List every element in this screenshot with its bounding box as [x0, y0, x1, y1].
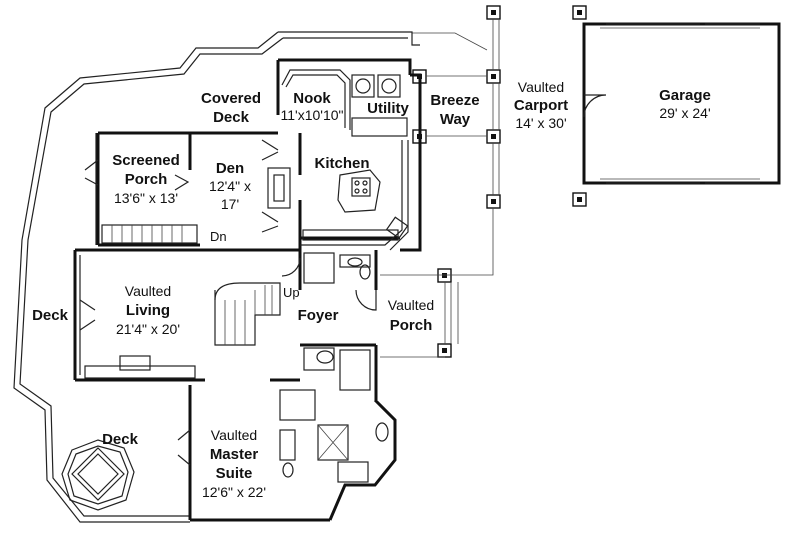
screened-porch-line2: Porch — [125, 171, 168, 188]
screened-porch-line1: Screened — [112, 152, 180, 169]
nook-bay — [281, 69, 351, 130]
stair-up — [214, 282, 281, 346]
room-label-garage: Garage 29' x 24' — [659, 87, 711, 121]
kitchen-counters — [300, 140, 409, 251]
den-name: Den — [216, 160, 244, 177]
deck-outline — [13, 31, 420, 523]
master-size: 12'6" x 22' — [202, 484, 266, 500]
breezeway-line1: Breeze — [430, 92, 479, 109]
living-line1: Vaulted — [125, 283, 171, 299]
garage — [582, 22, 781, 185]
room-label-utility: Utility — [367, 100, 409, 117]
room-label-covered-deck: Covered Deck — [201, 90, 261, 126]
master-line1: Vaulted — [211, 427, 257, 443]
carport-line1: Vaulted — [518, 79, 564, 95]
stair-dn-label: Dn — [210, 229, 227, 244]
deck-platform — [61, 439, 135, 511]
den-size1: 12'4" x — [209, 178, 251, 194]
garage-size: 29' x 24' — [659, 105, 710, 121]
room-label-living: Vaulted Living 21'4" x 20' — [116, 283, 180, 337]
master-line2: Master — [210, 446, 259, 463]
garage-name: Garage — [659, 87, 711, 104]
room-label-nook: Nook 11'x10'10" — [281, 90, 344, 123]
carport-posts — [412, 5, 587, 358]
garage-door-swing — [583, 94, 607, 118]
stair-down — [101, 224, 198, 244]
covered-deck-line2: Deck — [213, 109, 250, 126]
deck-lower-label: Deck — [102, 431, 139, 448]
covered-deck-line1: Covered — [201, 90, 261, 107]
foyer-label: Foyer — [298, 307, 339, 324]
living-fireplace — [84, 355, 196, 379]
house-walls — [73, 58, 422, 522]
den-size2: 17' — [221, 196, 239, 212]
master-line3: Suite — [216, 465, 253, 482]
room-label-den: Den 12'4" x 17' — [209, 160, 251, 212]
utility-fixtures — [351, 74, 408, 137]
deck-left-label: Deck — [32, 307, 69, 324]
nook-name: Nook — [293, 90, 331, 107]
bath-fixtures — [279, 252, 389, 483]
kitchen-name: Kitchen — [314, 155, 369, 172]
room-label-kitchen: Kitchen — [314, 155, 369, 172]
carport-size: 14' x 30' — [515, 115, 566, 131]
carport-name: Carport — [514, 97, 568, 114]
porch-name: Porch — [390, 317, 433, 334]
living-size: 21'4" x 20' — [116, 321, 180, 337]
utility-name: Utility — [367, 100, 409, 117]
doors — [79, 139, 377, 466]
room-label-master: Vaulted Master Suite 12'6" x 22' — [202, 427, 266, 500]
screened-porch-size: 13'6" x 13' — [114, 190, 178, 206]
room-label-porch: Vaulted Porch — [388, 297, 434, 334]
breezeway-line2: Way — [440, 111, 471, 128]
room-label-screened-porch: Screened Porch 13'6" x 13' — [112, 152, 180, 206]
living-name: Living — [126, 302, 170, 319]
porch-line1: Vaulted — [388, 297, 434, 313]
den-fireplace — [267, 167, 291, 209]
room-label-carport: Vaulted Carport 14' x 30' — [514, 79, 568, 131]
room-label-breezeway: Breeze Way — [430, 92, 479, 128]
stair-up-label: Up — [283, 285, 300, 300]
nook-size: 11'x10'10" — [281, 107, 344, 123]
